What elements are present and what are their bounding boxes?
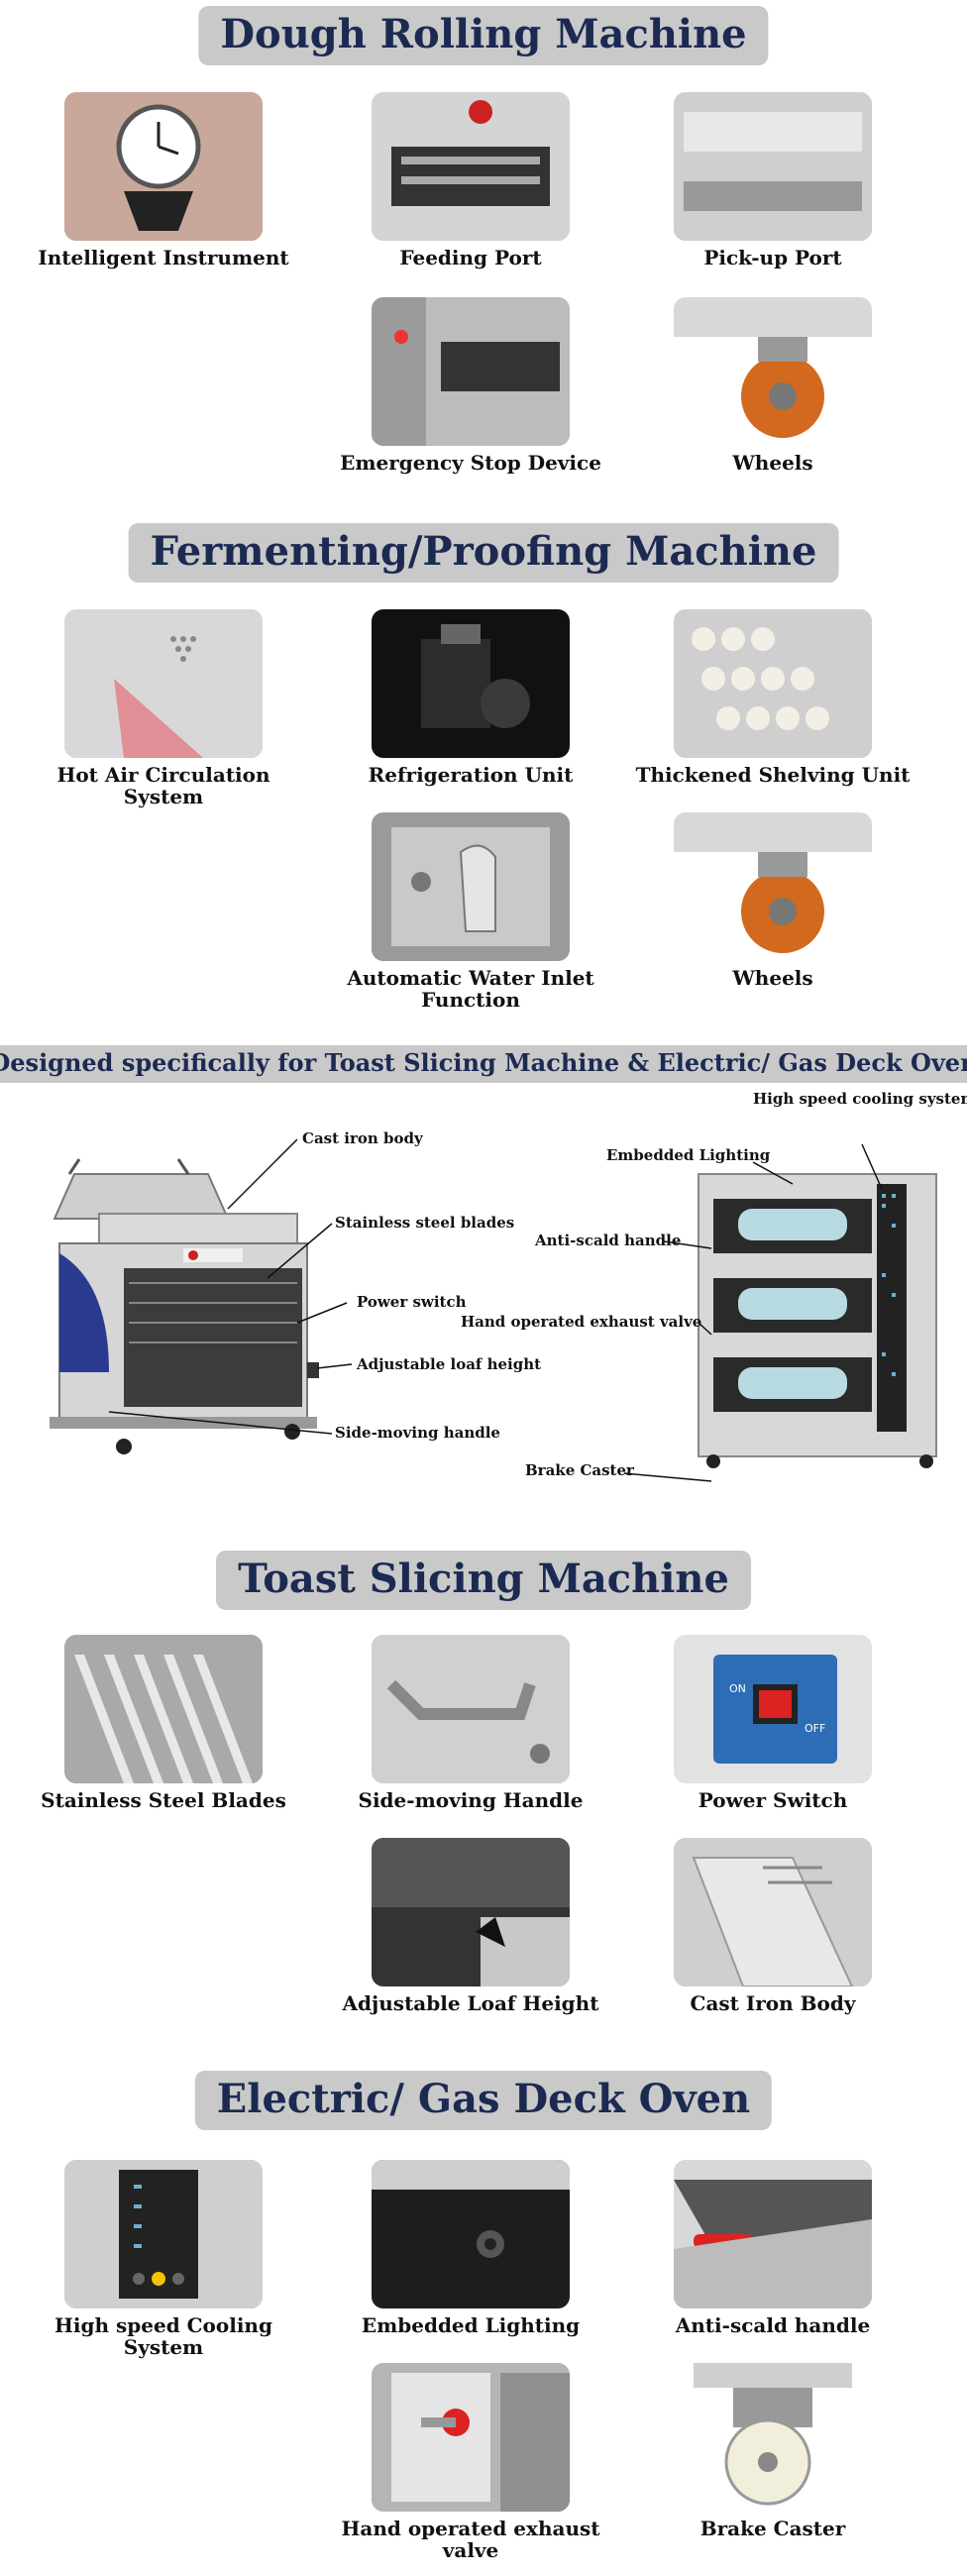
slicer-callout-lines [108, 1138, 353, 1435]
label-hand-operated-exhaust-valve: Hand operated exhaust valve [461, 1313, 702, 1331]
power-switch-icon: ON OFF [674, 1635, 872, 1783]
feature-power-switch: ON OFF Power Switch [624, 1635, 921, 1811]
label-power-switch: Power switch [357, 1293, 467, 1311]
anti-scald-handle-icon [674, 2160, 872, 2308]
section-title-dough-rolling: Dough Rolling Machine [198, 6, 769, 65]
feature-pick-up-port: Pick-up Port [624, 92, 921, 268]
gauge-icon [64, 92, 263, 241]
feature-high-speed-cooling: High speed Cooling System [15, 2160, 312, 2358]
feature-side-moving-handle: Side-moving Handle [322, 1635, 619, 1811]
feature-label: Stainless Steel Blades [41, 1788, 286, 1812]
label-anti-scald-handle: Anti-scald handle [535, 1232, 682, 1249]
section-title-fermenting-proofing: Fermenting/Proofing Machine [128, 523, 839, 583]
wheel-icon [674, 812, 872, 961]
cast-iron-body-icon [674, 1838, 872, 1986]
feature-thickened-shelving: Thickened Shelving Unit [624, 609, 921, 786]
feature-label: Refrigeration Unit [368, 763, 574, 787]
feature-label: Embedded Lighting [361, 2313, 581, 2337]
label-side-moving-handle: Side-moving handle [335, 1424, 500, 1442]
deck-oven-drawing [698, 1173, 937, 1468]
label-cast-iron-body: Cast iron body [302, 1129, 423, 1147]
switch-off-label: OFF [805, 1722, 826, 1735]
label-brake-caster: Brake Caster [525, 1461, 634, 1479]
feature-anti-scald-handle: Anti-scald handle [624, 2160, 921, 2336]
feature-label: Power Switch [698, 1788, 848, 1812]
feature-feeding-port: Feeding Port [322, 92, 619, 268]
pick-up-port-icon [674, 92, 872, 241]
feature-label: Adjustable Loaf Height [342, 1991, 599, 2015]
feature-adjustable-loaf-height: Adjustable Loaf Height [322, 1838, 619, 2014]
feature-stainless-steel-blades: Stainless Steel Blades [15, 1635, 312, 1811]
light-icon [372, 2160, 570, 2308]
adjust-knob-icon [372, 1838, 570, 1986]
feature-label: Hand operated exhaust valve [341, 2517, 600, 2562]
machines-illustration [50, 1138, 937, 1482]
feature-hot-air-circulation: Hot Air Circulation System [15, 609, 312, 807]
feature-label: High speed Cooling System [54, 2313, 272, 2359]
label-embedded-lighting: Embedded Lighting [606, 1146, 771, 1164]
feature-label: Feeding Port [399, 246, 542, 269]
exhaust-valve-icon [372, 2363, 570, 2512]
feature-label: Emergency Stop Device [340, 451, 601, 475]
wheel-icon [674, 297, 872, 446]
feature-label: Wheels [732, 451, 813, 475]
emergency-stop-icon [372, 297, 570, 446]
label-stainless-steel-blades: Stainless steel blades [335, 1214, 515, 1232]
section-title-toast-slicing: Toast Slicing Machine [216, 1551, 751, 1610]
section-title-designed-specifically: Designed specifically for Toast Slicing … [0, 1045, 967, 1083]
feature-intelligent-instrument: Intelligent Instrument [15, 92, 312, 268]
feature-label: Hot Air Circulation System [56, 763, 270, 808]
toast-slicer-drawing [50, 1158, 319, 1454]
feature-label: Cast Iron Body [690, 1991, 856, 2015]
label-adjustable-loaf-height: Adjustable loaf height [357, 1355, 542, 1373]
switch-on-label: ON [729, 1682, 746, 1695]
feature-label: Wheels [732, 966, 813, 990]
control-panel-icon [64, 2160, 263, 2308]
section-title-deck-oven: Electric/ Gas Deck Oven [194, 2071, 773, 2130]
feature-label: Intelligent Instrument [38, 246, 289, 269]
feature-cast-iron-body: Cast Iron Body [624, 1838, 921, 2014]
caster-icon [674, 2363, 872, 2512]
feature-brake-caster: Brake Caster [624, 2363, 921, 2539]
feature-label: Thickened Shelving Unit [635, 763, 911, 787]
shelving-icon [674, 609, 872, 758]
feature-emergency-stop: Emergency Stop Device [322, 297, 619, 474]
feature-refrigeration-unit: Refrigeration Unit [322, 609, 619, 786]
feature-wheels-2: Wheels [624, 812, 921, 989]
feature-label: Brake Caster [699, 2517, 846, 2540]
handle-icon [372, 1635, 570, 1783]
feature-automatic-water-inlet: Automatic Water Inlet Function [322, 812, 619, 1011]
feeding-port-icon [372, 92, 570, 241]
water-inlet-icon [372, 812, 570, 961]
feature-label: Pick-up Port [703, 246, 842, 269]
feature-hand-operated-exhaust-valve: Hand operated exhaust valve [322, 2363, 619, 2561]
blades-icon [64, 1635, 263, 1783]
feature-label: Side-moving Handle [358, 1788, 584, 1812]
compressor-icon [372, 609, 570, 758]
feature-wheels: Wheels [624, 297, 921, 474]
hot-air-vent-icon [64, 609, 263, 758]
label-high-speed-cooling-system: High speed cooling system [753, 1090, 967, 1108]
feature-label: Automatic Water Inlet Function [347, 966, 594, 1012]
feature-embedded-lighting: Embedded Lighting [322, 2160, 619, 2336]
oven-callout-lines [623, 1143, 883, 1482]
feature-label: Anti-scald handle [675, 2313, 871, 2337]
product-diagram: Cast iron body Stainless steel blades Po… [0, 1075, 967, 1511]
